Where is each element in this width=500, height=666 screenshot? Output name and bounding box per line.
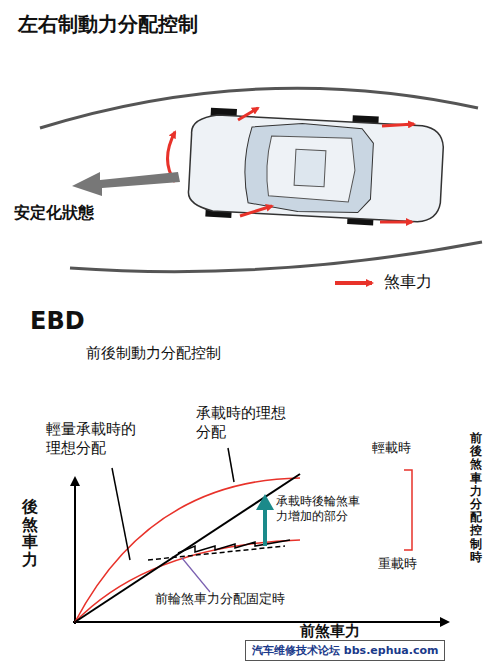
fixed-line xyxy=(75,474,300,622)
legend-text: 煞車力 xyxy=(384,272,432,292)
brake-arrow xyxy=(238,108,258,120)
road-edge xyxy=(70,242,482,272)
bracket xyxy=(404,470,412,550)
leader-line xyxy=(228,448,234,482)
label: EBD xyxy=(30,306,85,336)
brake-arrow xyxy=(240,206,272,216)
y-axis xyxy=(74,478,76,624)
title: 左右制動力分配控制 xyxy=(18,12,198,37)
label: 後煞車力 xyxy=(22,498,38,568)
ideal-curve xyxy=(75,540,300,622)
increase-arrow xyxy=(263,508,267,546)
control-line xyxy=(178,540,290,553)
label: 承載時後輪煞車力增加的部分 xyxy=(276,494,368,524)
increase-arrow xyxy=(256,494,274,510)
brake-arrow xyxy=(380,221,412,224)
watermark-text: 汽车维修技术论坛 bbs.ephua.com xyxy=(252,643,438,658)
label: 輕載時 xyxy=(372,440,411,456)
label: 前輪煞車力分配固定時 xyxy=(155,591,285,607)
label: 前煞車力 xyxy=(300,622,360,641)
leader-line xyxy=(182,558,210,592)
watermark-box: 汽车维修技术论坛 bbs.ephua.com xyxy=(245,640,445,661)
label: 重載時 xyxy=(378,556,417,572)
label: 安定化狀態 xyxy=(14,203,94,223)
x-axis xyxy=(73,621,448,623)
brake-arrow xyxy=(382,124,414,126)
car xyxy=(187,107,444,229)
fixed-line xyxy=(148,546,285,560)
direction-arrow xyxy=(72,172,180,196)
label: 承載時的理想分配 xyxy=(196,404,296,442)
label: 輕量承載時的理想分配 xyxy=(46,420,146,458)
legend-sample xyxy=(335,281,372,285)
label: 前後制動力分配控制 xyxy=(86,344,221,363)
label: 前後煞車力分配控制時 xyxy=(470,432,482,564)
leader-line xyxy=(112,468,130,560)
